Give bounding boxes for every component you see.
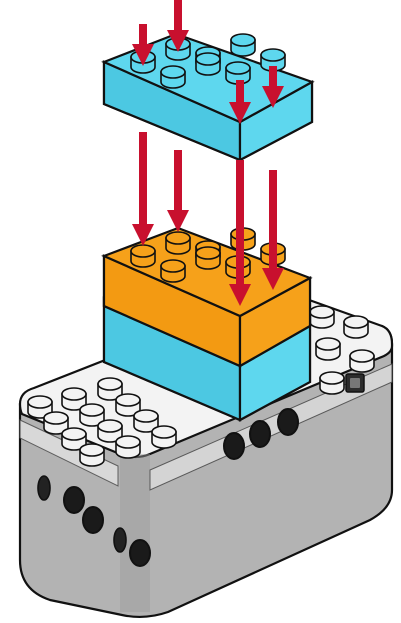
hub-stud <box>350 350 374 372</box>
hub-stud <box>344 316 368 338</box>
middle-brick-stud <box>161 260 185 282</box>
hub-stud <box>320 372 344 394</box>
hub-stud <box>80 444 104 466</box>
middle-brick-stud <box>131 245 155 267</box>
top-brick-stud <box>231 34 255 56</box>
arrow-down-icon <box>132 132 154 246</box>
middle-brick-stud <box>196 247 220 269</box>
hub-stud <box>116 436 140 458</box>
hub-stud <box>152 426 176 448</box>
hub-stud <box>310 306 334 328</box>
middle-brick-stud <box>166 232 190 254</box>
arrow-down-icon <box>167 150 189 232</box>
arrow-down-icon <box>262 170 284 290</box>
hub-stud <box>316 338 340 360</box>
top-brick-stud <box>161 66 185 88</box>
top-brick-stud <box>196 53 220 75</box>
